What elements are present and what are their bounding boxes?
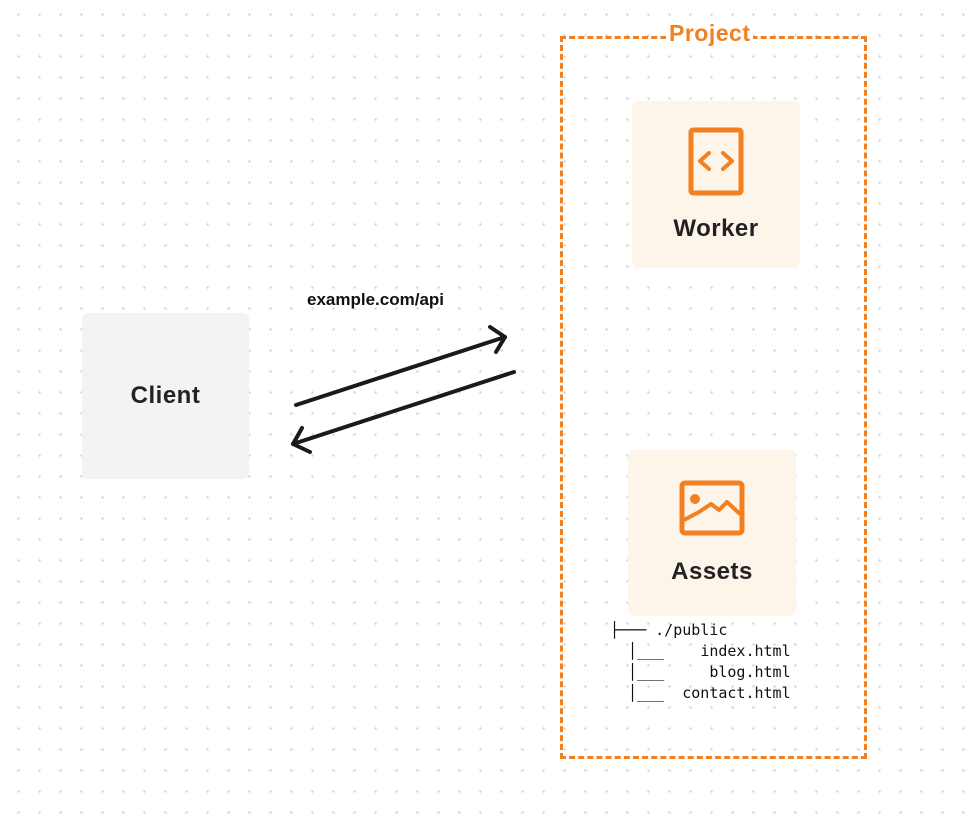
project-title: Project <box>666 20 754 47</box>
image-icon <box>679 480 745 536</box>
tree-row: │___ index.html <box>610 642 791 660</box>
request-arrow <box>294 325 507 407</box>
tree-row: │___ contact.html <box>610 684 791 702</box>
tree-item: contact.html <box>682 684 791 702</box>
code-file-icon <box>688 127 744 195</box>
worker-label: Worker <box>673 214 759 242</box>
assets-label: Assets <box>671 558 753 585</box>
tree-item: blog.html <box>709 663 791 681</box>
client-node: Client <box>82 313 249 479</box>
assets-node: Assets <box>628 450 796 616</box>
assets-file-tree: ├─── ./public │___ index.html │___ blog.… <box>610 620 791 704</box>
response-arrow <box>291 370 516 454</box>
tree-row: │___ blog.html <box>610 663 791 681</box>
tree-item: index.html <box>700 642 791 660</box>
tree-item: ./public <box>655 621 728 639</box>
tree-row: ├─── ./public <box>610 621 728 639</box>
client-label: Client <box>130 382 201 409</box>
api-url-label: example.com/api <box>307 290 445 309</box>
worker-node: Worker <box>632 101 800 268</box>
